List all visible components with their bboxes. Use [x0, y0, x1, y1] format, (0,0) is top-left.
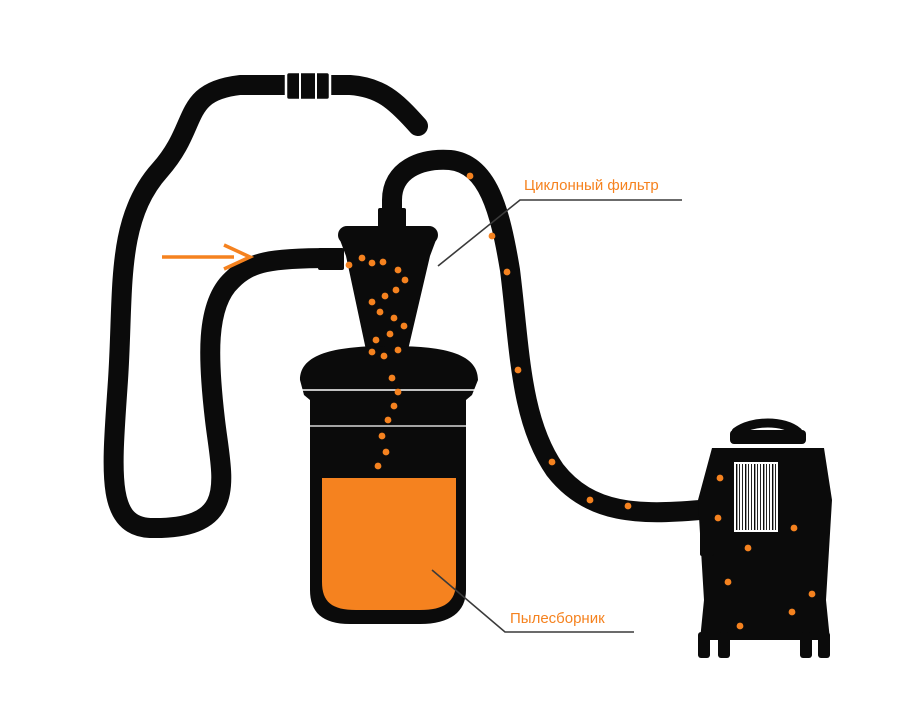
dust-particle — [401, 276, 409, 284]
dust-particle — [624, 502, 632, 510]
outlet-connector — [378, 208, 406, 230]
dust-particle — [724, 578, 732, 586]
grille-bar — [769, 464, 770, 530]
leader-line-cyclone — [437, 199, 682, 267]
dust-particle — [503, 268, 511, 276]
grille-bar — [760, 464, 761, 530]
dust-particle — [394, 388, 402, 396]
dust-particle — [394, 266, 402, 274]
dust-particles — [345, 172, 816, 630]
dust-particle — [788, 608, 796, 616]
grille-bar — [736, 464, 738, 530]
dust-particle — [790, 524, 798, 532]
grille-bar — [748, 464, 749, 530]
grille-bar — [754, 464, 756, 530]
dust-particle — [390, 314, 398, 322]
dust-particle — [374, 462, 382, 470]
dust-particle — [808, 590, 816, 598]
dust-particle — [714, 514, 722, 522]
dust-particle — [381, 292, 389, 300]
dust-particle — [382, 448, 390, 456]
dust-particle — [376, 308, 384, 316]
grille-bar — [751, 464, 752, 530]
dust-particle — [345, 261, 353, 269]
grille-bar — [739, 464, 740, 530]
dust-particle — [368, 348, 376, 356]
dust-collector-bucket — [300, 346, 478, 624]
dust-particle — [716, 474, 724, 482]
collected-dust — [322, 478, 456, 610]
dust-particle — [514, 366, 522, 374]
arrow-right-icon — [162, 243, 255, 271]
dust-particle — [400, 322, 408, 330]
inlet-connector — [318, 248, 344, 270]
vacuum-cleaner — [698, 418, 832, 658]
dust-particle — [586, 496, 594, 504]
grille-bar — [775, 464, 776, 530]
grille-bar — [772, 464, 774, 530]
cyclone-filter-label: Циклонный фильтр — [524, 177, 659, 194]
grille-bar — [757, 464, 758, 530]
dust-particle — [368, 298, 376, 306]
grille-frame — [734, 462, 778, 532]
leader-line-dust-collector — [431, 569, 634, 633]
dust-particle — [358, 254, 366, 262]
hose-coupling — [284, 70, 332, 102]
dust-particle — [744, 544, 752, 552]
dust-particle — [388, 374, 396, 382]
dust-particle — [379, 258, 387, 266]
grille-bar — [763, 464, 765, 530]
dust-particle — [378, 432, 386, 440]
dust-particle — [736, 622, 744, 630]
dust-particle — [394, 346, 402, 354]
dust-particle — [380, 352, 388, 360]
dust-collector-label: Пылесборник — [510, 610, 605, 627]
dust-particle — [368, 259, 376, 267]
dust-particle — [372, 336, 380, 344]
dust-particle — [466, 172, 474, 180]
grille-bar — [745, 464, 747, 530]
intake-hose — [103, 70, 428, 539]
dust-particle — [386, 330, 394, 338]
dust-particle — [548, 458, 556, 466]
dust-particle — [390, 402, 398, 410]
vacuum-filter-grille — [734, 462, 778, 532]
dust-particle — [392, 286, 400, 294]
dust-particle — [384, 416, 392, 424]
dust-particle — [488, 232, 496, 240]
grille-bar — [742, 464, 743, 530]
grille-bar — [766, 464, 767, 530]
